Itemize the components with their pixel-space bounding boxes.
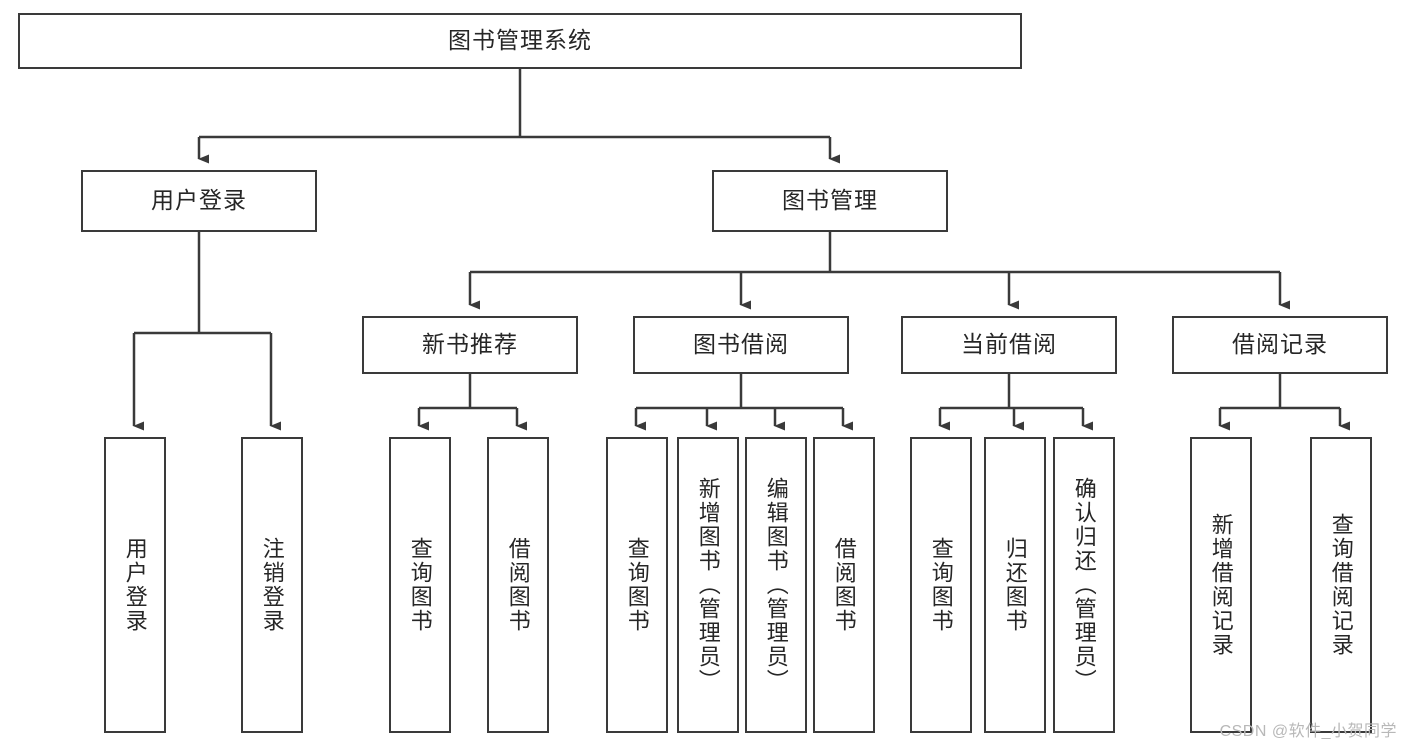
node-leaf-query-borrow-record[interactable]: 查询借阅记录: [1310, 437, 1372, 733]
node-leaf-add-book-admin-label: 新增图书（管理员）: [695, 477, 721, 693]
node-borrow-record[interactable]: 借阅记录: [1172, 316, 1388, 374]
node-leaf-add-borrow-record-label: 新增借阅记录: [1208, 513, 1234, 657]
node-leaf-edit-book-admin-label: 编辑图书（管理员）: [763, 477, 789, 693]
node-leaf-logout-login-label: 注销登录: [259, 537, 285, 633]
node-root[interactable]: 图书管理系统: [18, 13, 1022, 69]
node-leaf-user-login-label: 用户登录: [122, 537, 148, 633]
node-leaf-return-book[interactable]: 归还图书: [984, 437, 1046, 733]
node-leaf-query-book-2[interactable]: 查询图书: [606, 437, 668, 733]
node-leaf-borrow-book-2-label: 借阅图书: [831, 537, 857, 633]
node-new-book-recommend[interactable]: 新书推荐: [362, 316, 578, 374]
node-leaf-add-book-admin[interactable]: 新增图书（管理员）: [677, 437, 739, 733]
node-leaf-user-login[interactable]: 用户登录: [104, 437, 166, 733]
node-leaf-return-book-label: 归还图书: [1002, 537, 1028, 633]
node-root-label: 图书管理系统: [448, 27, 592, 54]
node-leaf-edit-book-admin[interactable]: 编辑图书（管理员）: [745, 437, 807, 733]
node-user-login-label: 用户登录: [151, 187, 247, 214]
node-leaf-borrow-book-2[interactable]: 借阅图书: [813, 437, 875, 733]
node-leaf-query-book-3-label: 查询图书: [928, 537, 954, 633]
watermark-text: CSDN @软件_小贺同学: [1219, 723, 1397, 740]
node-current-borrow-label: 当前借阅: [961, 331, 1057, 358]
node-leaf-confirm-return-admin[interactable]: 确认归还（管理员）: [1053, 437, 1115, 733]
node-book-management-label: 图书管理: [782, 187, 878, 214]
node-book-borrow-label: 图书借阅: [693, 331, 789, 358]
node-leaf-query-book-2-label: 查询图书: [624, 537, 650, 633]
node-book-management[interactable]: 图书管理: [712, 170, 948, 232]
node-leaf-query-book-1-label: 查询图书: [407, 537, 433, 633]
node-leaf-logout-login[interactable]: 注销登录: [241, 437, 303, 733]
node-leaf-borrow-book-1-label: 借阅图书: [505, 537, 531, 633]
node-book-borrow[interactable]: 图书借阅: [633, 316, 849, 374]
node-leaf-confirm-return-admin-label: 确认归还（管理员）: [1071, 477, 1097, 693]
node-leaf-query-borrow-record-label: 查询借阅记录: [1328, 513, 1354, 657]
node-current-borrow[interactable]: 当前借阅: [901, 316, 1117, 374]
node-borrow-record-label: 借阅记录: [1232, 331, 1328, 358]
node-leaf-query-book-1[interactable]: 查询图书: [389, 437, 451, 733]
node-leaf-borrow-book-1[interactable]: 借阅图书: [487, 437, 549, 733]
node-user-login[interactable]: 用户登录: [81, 170, 317, 232]
node-leaf-query-book-3[interactable]: 查询图书: [910, 437, 972, 733]
node-new-book-recommend-label: 新书推荐: [422, 331, 518, 358]
node-leaf-add-borrow-record[interactable]: 新增借阅记录: [1190, 437, 1252, 733]
